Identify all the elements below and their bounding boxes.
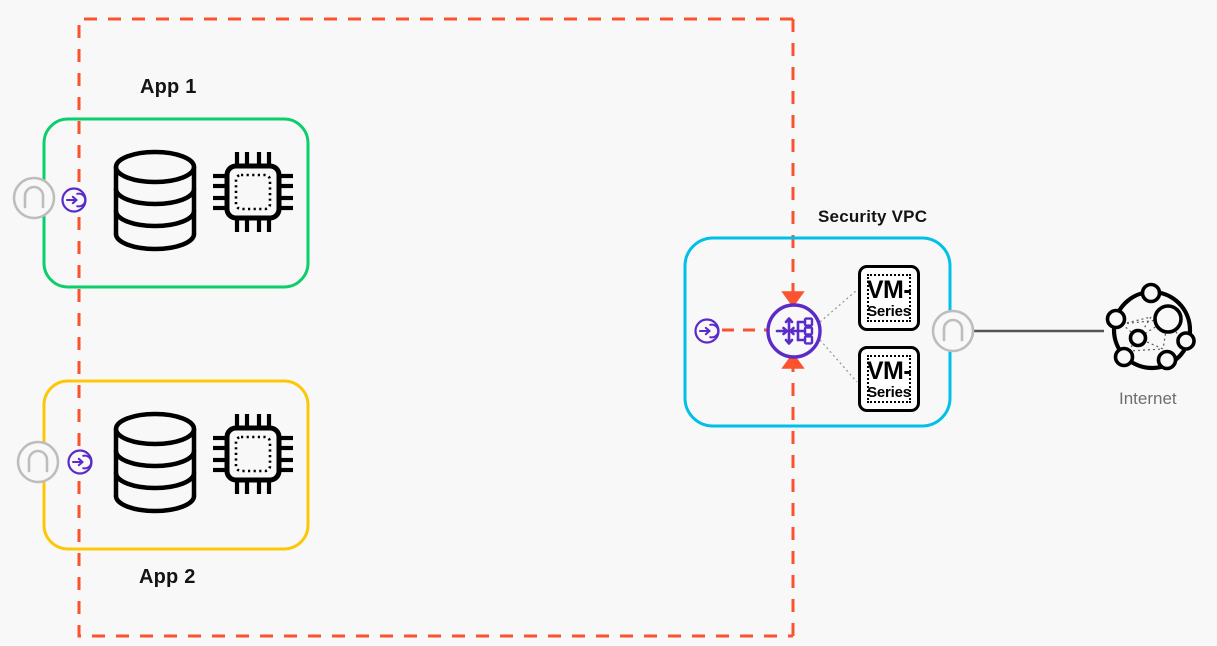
vm-series-firewall-1-line1: VM- bbox=[866, 275, 912, 304]
vm-series-firewall-2-line2: Series bbox=[867, 383, 911, 401]
hub-to-firewall-1-link bbox=[819, 289, 858, 323]
hub-to-firewall-2-link bbox=[819, 339, 858, 383]
vm-series-firewall-2-line1: VM- bbox=[866, 356, 912, 385]
internet-label: Internet bbox=[1119, 389, 1177, 408]
app2-vpc-attachment-icon[interactable] bbox=[16, 440, 60, 484]
vm-series-firewall-1[interactable]: VM- Series bbox=[858, 265, 920, 331]
app2-gateway-endpoint-icon[interactable] bbox=[67, 449, 93, 475]
app1-gateway-endpoint-icon[interactable] bbox=[61, 187, 87, 213]
app1-cpu-chip-icon bbox=[213, 152, 293, 232]
internet-globe-icon bbox=[1105, 282, 1196, 371]
app1-title: App 1 bbox=[140, 76, 197, 98]
vm-series-firewall-2-inner: VM- Series bbox=[866, 355, 912, 403]
vm-series-firewall-1-inner: VM- Series bbox=[866, 274, 912, 322]
security-vpc-title: Security VPC bbox=[818, 207, 928, 226]
vm-series-firewall-1-line2: Series bbox=[867, 302, 911, 320]
app1-vpc-attachment-icon[interactable] bbox=[12, 176, 56, 220]
app1-database-icon bbox=[113, 149, 197, 252]
security-vpc-gateway-endpoint-icon[interactable] bbox=[694, 318, 720, 344]
vm-series-firewall-2[interactable]: VM- Series bbox=[858, 346, 920, 412]
traffic-path-outer-dashed bbox=[77, 17, 793, 638]
app2-database-icon bbox=[113, 411, 197, 514]
transit-gateway-hub-icon[interactable] bbox=[766, 303, 822, 359]
app2-cpu-chip-icon bbox=[213, 414, 293, 494]
app2-title: App 2 bbox=[139, 566, 196, 588]
security-vpc-attachment-icon[interactable] bbox=[931, 309, 975, 353]
